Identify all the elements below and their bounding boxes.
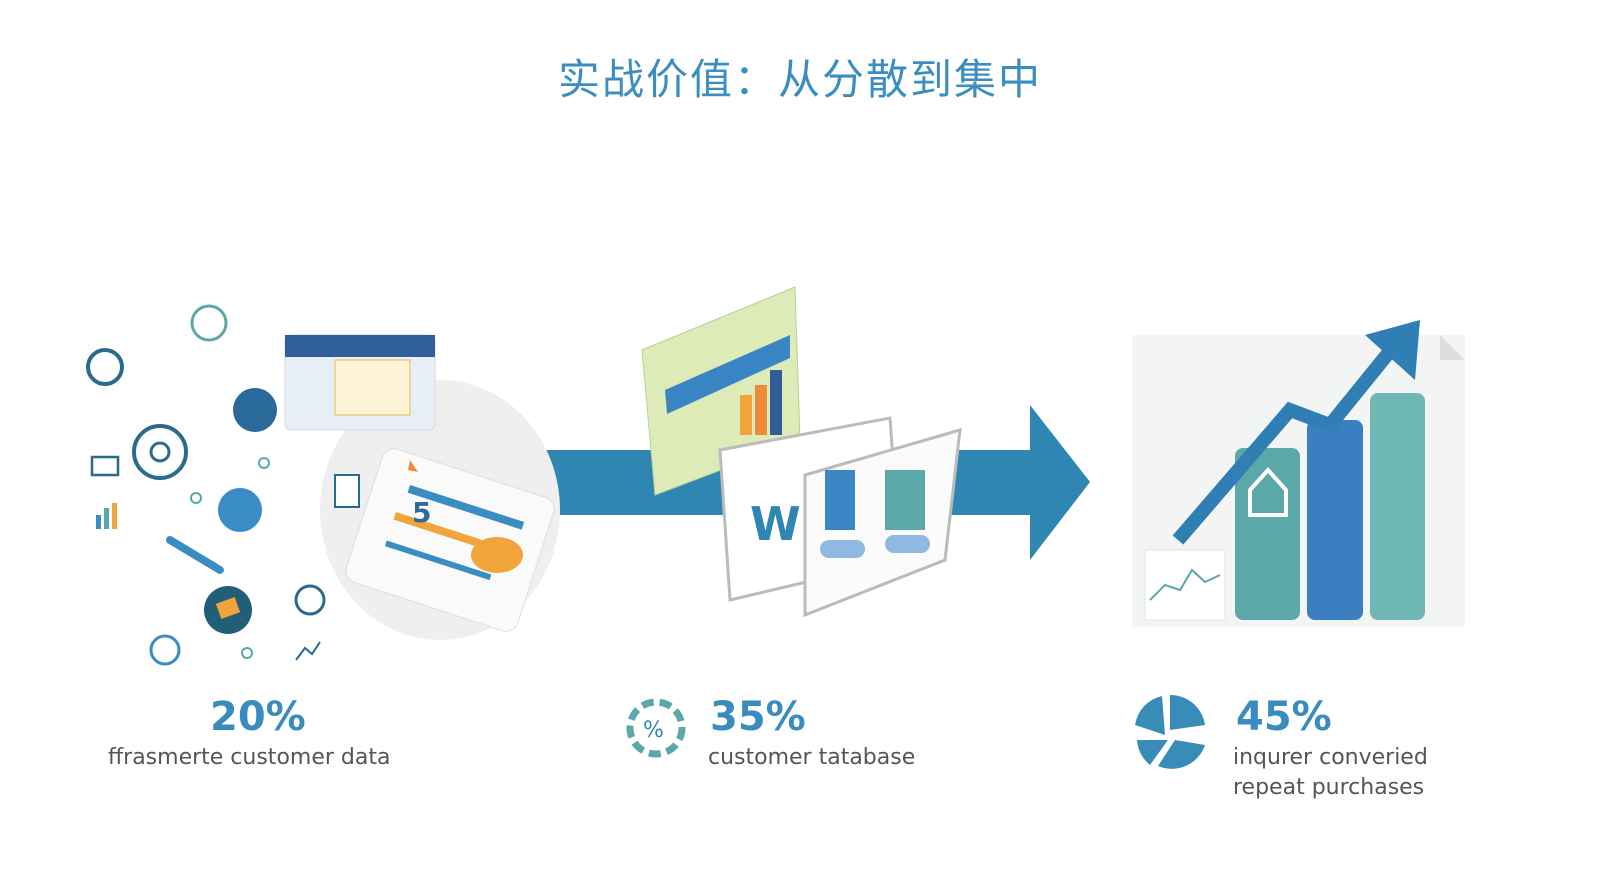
svg-text:%: % [643, 718, 664, 743]
scattered-data-cluster: 5 [86, 304, 560, 666]
pie-segments-icon [1135, 694, 1205, 769]
stat-value-conversion: 45% [1236, 694, 1332, 740]
database-illustration: W [641, 286, 962, 618]
growth-chart-illustration [1132, 320, 1465, 627]
stat-label-conversion-line2: repeat purchases [1233, 775, 1425, 800]
stat-label-conversion-line1: inqurer converied [1233, 745, 1428, 770]
percent-gear-icon: % [626, 698, 686, 758]
card-number: 5 [412, 496, 431, 529]
stat-label-fragmented: ffrasmerte customer data [108, 745, 391, 770]
stat-value-database: 35% [710, 694, 806, 740]
stat-label-database: customer tatabase [708, 745, 916, 770]
stat-value-fragmented: 20% [210, 694, 306, 740]
page-title: 实战价值：从分散到集中 [557, 55, 1042, 104]
doc-letter-w: W [750, 497, 801, 551]
